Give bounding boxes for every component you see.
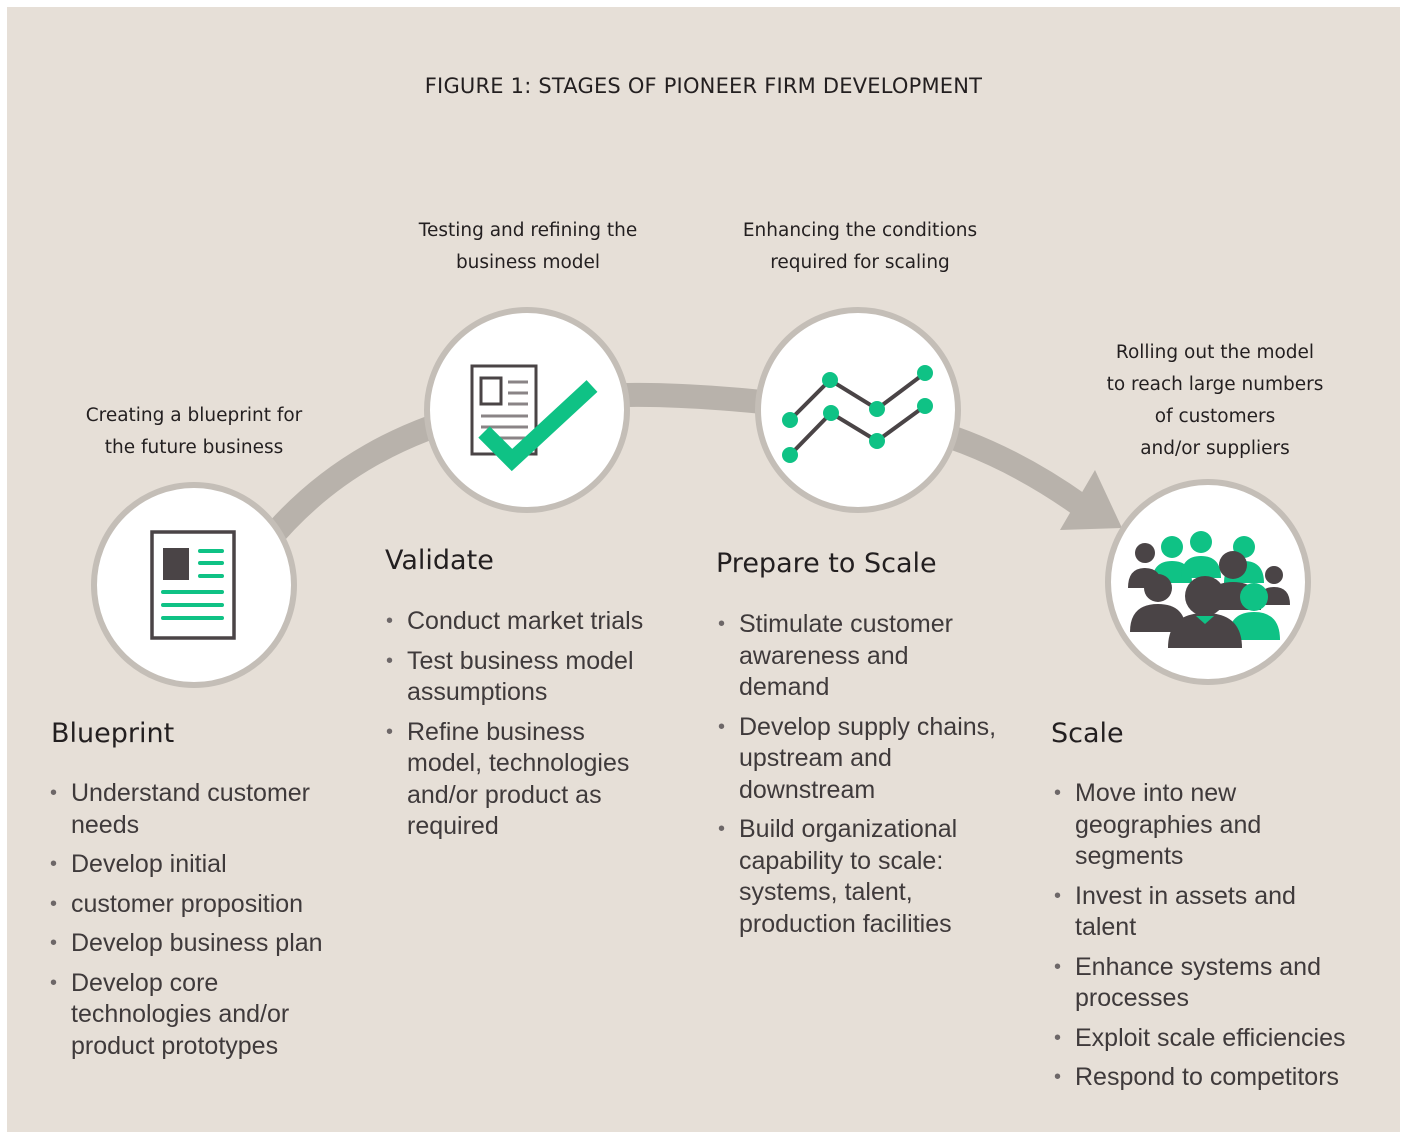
bullet-item: Understand customer needs [50,778,360,841]
validate-caption: Testing and refining the business model [418,220,638,273]
bullet-item: Respond to competitors [1054,1062,1384,1094]
line-graph-icon [782,365,933,463]
people-group-icon [1128,531,1290,648]
bullet-item: Stimulate customer awareness and demand [718,609,984,704]
validate-circle [424,307,630,513]
bullet-item: Develop core technologies and/or product… [50,968,321,1063]
bullet-item: Invest in assets and talent [1054,881,1345,944]
validate-title: Validate [385,545,494,576]
prepare-title: Prepare to Scale [716,548,937,579]
prepare-circle [755,307,961,513]
blueprint-title: Blueprint [51,718,175,749]
scale-title: Scale [1051,718,1124,749]
bullet-item: Conduct market trials [386,606,686,638]
bullet-item: Develop initial [50,849,360,881]
bullet-item: Develop supply chains, upstream and down… [718,712,1009,807]
progress-arc [255,382,1087,553]
bullet-item: Develop business plan [50,928,360,960]
figure-title: FIGURE 1: STAGES OF PIONEER FIRM DEVELOP… [424,74,983,98]
blueprint-bullets: Understand customer needs Develop initia… [50,778,360,1070]
prepare-caption: Enhancing the conditions required for sc… [742,220,978,273]
blueprint-circle [91,482,297,688]
validate-bullets: Conduct market trials Test business mode… [386,606,686,851]
scale-caption: Rolling out the model to reach large num… [1106,342,1324,459]
bullet-item: Refine business model, technologies and/… [386,717,662,843]
scale-circle [1105,479,1311,685]
progress-arrowhead [1060,470,1122,530]
bullet-item: Test business model assumptions [386,646,662,709]
blueprint-caption: Creating a blueprint for the future busi… [85,405,303,458]
document-icon [150,530,236,640]
bullet-item: Exploit scale efficiencies [1054,1023,1384,1055]
bullet-item: Build organizational capability to scale… [718,814,989,940]
document-checkmark-icon [470,364,598,472]
prepare-bullets: Stimulate customer awareness and demand … [718,609,1008,948]
bullet-item: Move into new geographies and segments [1054,778,1300,873]
bullet-item: customer proposition [50,889,360,921]
bullet-item: Enhance systems and processes [1054,952,1355,1015]
scale-bullets: Move into new geographies and segments I… [1054,778,1384,1102]
